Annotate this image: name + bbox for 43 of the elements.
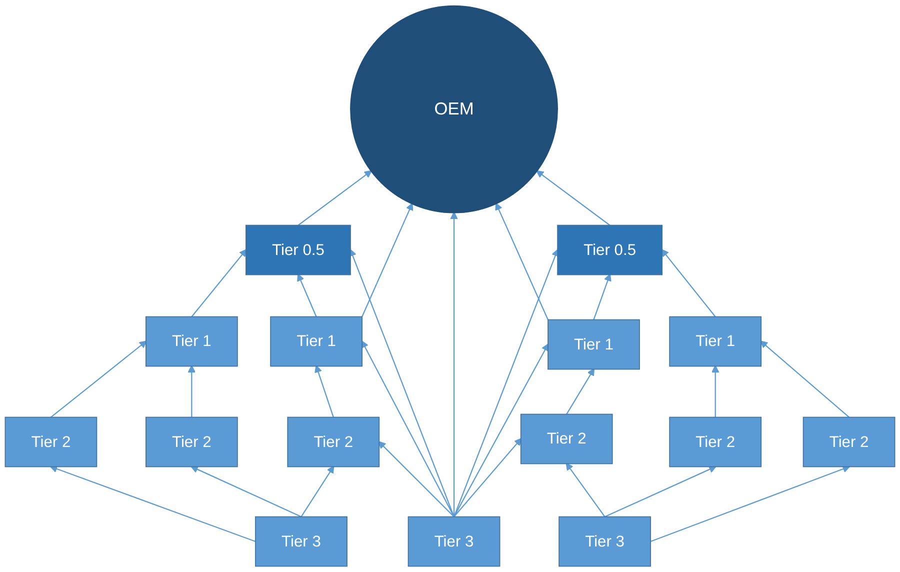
arrow xyxy=(361,340,455,517)
node-box: Tier 2 xyxy=(4,416,98,468)
arrow xyxy=(566,462,606,518)
node-box: Tier 2 xyxy=(520,414,613,464)
arrow xyxy=(454,438,522,518)
node-box: Tier 1 xyxy=(146,316,238,367)
arrow xyxy=(566,368,595,414)
arrow xyxy=(454,248,559,517)
node-box: Tier 2 xyxy=(669,416,762,468)
arrow xyxy=(593,274,612,320)
arrow xyxy=(191,248,247,318)
node-box: Tier 1 xyxy=(270,316,362,367)
node-box: Tier 1 xyxy=(669,316,762,367)
arrow xyxy=(298,170,372,226)
arrow xyxy=(454,343,549,518)
arrow xyxy=(712,365,720,418)
arrow xyxy=(349,248,455,517)
node-box: Tier 2 xyxy=(287,416,380,468)
arrow xyxy=(650,465,850,542)
arrow xyxy=(50,465,256,542)
node-circle: OEM xyxy=(350,5,558,214)
node-box: Tier 0.5 xyxy=(557,224,663,276)
arrow xyxy=(495,202,548,320)
arrow xyxy=(760,340,850,418)
arrow xyxy=(661,248,716,318)
node-box: Tier 2 xyxy=(146,416,238,468)
arrow xyxy=(300,466,334,518)
node-box: Tier 0.5 xyxy=(246,224,351,276)
node-box: Tier 1 xyxy=(548,319,640,370)
arrow xyxy=(378,441,454,518)
arrow xyxy=(450,212,458,517)
arrow xyxy=(362,202,414,317)
arrow xyxy=(50,340,147,418)
arrow xyxy=(536,170,610,226)
arrow xyxy=(314,365,334,418)
node-box: Tier 2 xyxy=(802,416,896,468)
node-box: Tier 3 xyxy=(255,516,348,567)
arrow xyxy=(190,466,302,518)
node-box: Tier 3 xyxy=(558,516,651,567)
arrow xyxy=(604,466,716,518)
arrow xyxy=(188,365,196,418)
arrow xyxy=(297,274,317,317)
node-box: Tier 3 xyxy=(408,516,500,567)
